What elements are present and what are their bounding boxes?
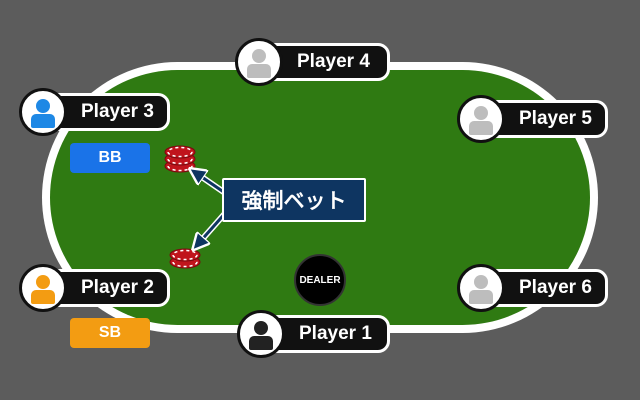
seat-player-6[interactable]: Player 6 — [457, 264, 608, 312]
small-blind-badge: SB — [70, 318, 150, 348]
player-5-name: Player 5 — [519, 108, 592, 129]
player-6-avatar-icon — [457, 264, 505, 312]
big-blind-badge: BB — [70, 143, 150, 173]
seat-player-4[interactable]: Player 4 — [235, 38, 390, 86]
chip-stripe — [167, 160, 193, 172]
player-4-avatar-icon — [235, 38, 283, 86]
big-blind-chips-icon — [164, 145, 196, 173]
player-1-name: Player 1 — [299, 323, 372, 344]
player-2-avatar-icon — [19, 264, 67, 312]
seat-player-1[interactable]: Player 1 — [237, 310, 390, 358]
player-6-name: Player 6 — [519, 277, 592, 298]
player-3-name: Player 3 — [81, 101, 154, 122]
forced-bet-label: 強制ベット — [222, 178, 366, 222]
player-3-avatar-icon — [19, 88, 67, 136]
chip-stripe — [167, 146, 193, 158]
seat-player-3[interactable]: Player 3 — [19, 88, 170, 136]
seat-player-5[interactable]: Player 5 — [457, 95, 608, 143]
chip-stripe — [172, 256, 198, 268]
player-5-avatar-icon — [457, 95, 505, 143]
player-4-name: Player 4 — [297, 51, 370, 72]
seat-player-2[interactable]: Player 2 — [19, 264, 170, 312]
dealer-button: DEALER — [294, 254, 346, 306]
chip-stripe — [172, 249, 198, 261]
player-2-name: Player 2 — [81, 277, 154, 298]
chip-stripe — [167, 153, 193, 165]
player-1-avatar-icon — [237, 310, 285, 358]
